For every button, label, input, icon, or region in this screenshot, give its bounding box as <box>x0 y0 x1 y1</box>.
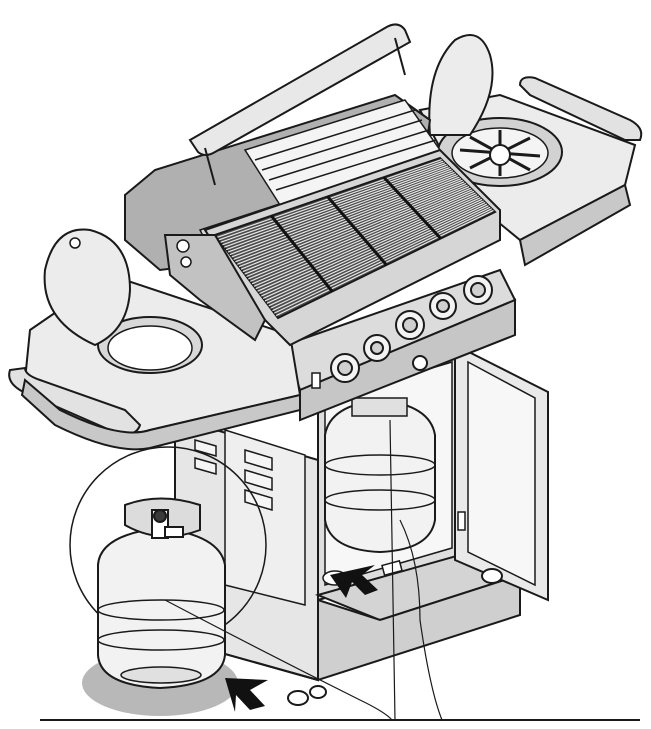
cabinet-vents <box>244 448 273 512</box>
propane-tank-inside <box>324 397 436 554</box>
side-knob <box>311 372 321 389</box>
right-side-burner-shelf <box>418 34 643 267</box>
left-shelf-edge <box>20 378 301 451</box>
grill-firebox <box>124 23 501 347</box>
grate-divider <box>270 214 334 293</box>
caster-front-left <box>287 690 309 706</box>
right-shelf-handle <box>518 76 643 141</box>
hose-line-3 <box>389 419 396 721</box>
left-burner-lid <box>43 228 132 347</box>
tank-inside-collar <box>351 397 408 417</box>
gas-hose-lines <box>164 419 443 721</box>
grate-dividers <box>270 176 442 293</box>
lid-hinge <box>176 239 190 253</box>
propane-tank-outside <box>97 526 226 690</box>
grate-divider <box>382 176 442 240</box>
left-side-burner-shelf <box>8 228 302 451</box>
cabinet-door-inner <box>467 360 536 587</box>
right-shelf-edge <box>518 183 632 267</box>
indicator-arrows <box>225 565 378 712</box>
hose-line-1 <box>164 599 393 721</box>
igniter-button <box>412 355 428 371</box>
door-latch <box>457 511 466 531</box>
right-burner-lid <box>428 34 494 136</box>
cabinet-vents-left <box>194 439 217 475</box>
arrow-cabinet-floor <box>330 565 378 598</box>
tank-valve <box>151 509 184 539</box>
grate-divider <box>326 195 388 266</box>
left-lid-knob <box>69 237 81 249</box>
control-knobs <box>330 275 493 383</box>
tank-placement-callout <box>69 446 267 716</box>
caster-front-right <box>309 685 327 699</box>
grill-lid-handle <box>188 23 412 156</box>
arrow-outside-tank <box>225 678 268 712</box>
casters <box>287 568 503 706</box>
hose-line-2 <box>399 519 443 721</box>
caster-back-right <box>481 568 503 584</box>
cabinet-base <box>174 573 521 682</box>
warming-rack <box>243 99 442 206</box>
